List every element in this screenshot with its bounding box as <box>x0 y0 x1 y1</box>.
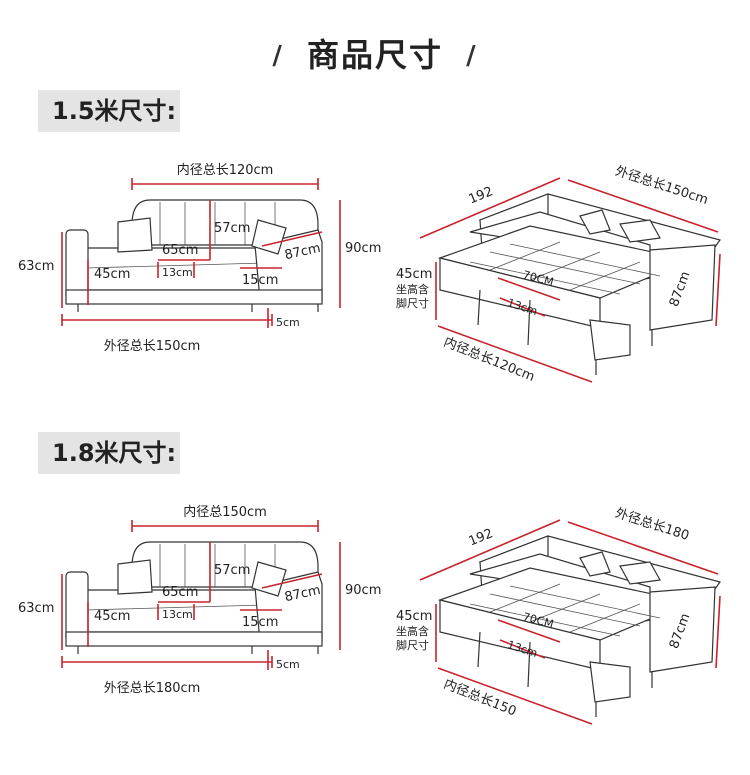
front-sofa-drawing <box>65 199 323 312</box>
bed-seat-note2: 脚尺寸 <box>396 296 429 310</box>
front-height-total: 63cm <box>18 601 54 616</box>
page-title: / 商品尺寸 / <box>0 30 750 76</box>
page-title-text: 商品尺寸 <box>306 36 443 74</box>
front-depth-outer: 87cm <box>283 583 322 605</box>
bed-sofa-drawing <box>437 535 721 717</box>
front-depth-outer: 87cm <box>283 241 322 263</box>
size-badge-1: 1.5米尺寸: <box>38 90 180 132</box>
front-cushion: 15cm <box>242 273 278 288</box>
front-cushion: 15cm <box>242 615 278 630</box>
front-height-total: 63cm <box>18 259 54 274</box>
title-deco-right: / <box>466 41 478 71</box>
front-sofa-drawing <box>65 541 323 654</box>
front-leg: 5cm <box>276 316 300 329</box>
front-seat-height: 45cm <box>94 267 130 282</box>
bed-seat-note1: 坐高含 <box>396 282 429 296</box>
front-depth-inner: 65cm <box>162 585 198 600</box>
front-inner-total: 内径总长120cm <box>177 162 274 178</box>
title-deco-left: / <box>272 41 284 71</box>
bed-inner: 内径总长120cm <box>441 334 537 385</box>
front-height-right: 90cm <box>345 583 381 598</box>
bed-length: 192 <box>467 526 496 549</box>
front-outer-total: 外径总长180cm <box>104 681 201 696</box>
size-badge-2: 1.8米尺寸: <box>38 432 180 474</box>
front-leg: 5cm <box>276 658 300 671</box>
front-seat-height: 45cm <box>94 609 130 624</box>
bed-length: 192 <box>467 184 496 207</box>
bed-outer: 外径总长180 <box>613 506 691 544</box>
front-back-height: 57cm <box>214 221 250 236</box>
front-depth-inner: 65cm <box>162 243 198 258</box>
front-outer-total: 外径总长150cm <box>104 339 201 354</box>
front-inner-total: 内径总150cm <box>183 504 267 520</box>
bed-sofa-drawing <box>437 193 721 375</box>
size-diagram-2: 内径总150cm 外径总长180cm 63cm 90cm 45cm 65cm 5… <box>18 504 721 725</box>
bed-seat-height: 45cm <box>396 609 432 624</box>
size-diagram-1: 内径总长120cm 外径总长150cm 63cm 90cm 45cm 65cm … <box>18 162 721 385</box>
front-height-right: 90cm <box>345 241 381 256</box>
front-arm-width: 13cm <box>162 608 193 621</box>
front-arm-width: 13cm <box>162 266 193 279</box>
bed-seat-note1: 坐高含 <box>396 624 429 638</box>
bed-seat-note2: 脚尺寸 <box>396 638 429 652</box>
front-back-height: 57cm <box>214 563 250 578</box>
bed-seat-height: 45cm <box>396 267 432 282</box>
